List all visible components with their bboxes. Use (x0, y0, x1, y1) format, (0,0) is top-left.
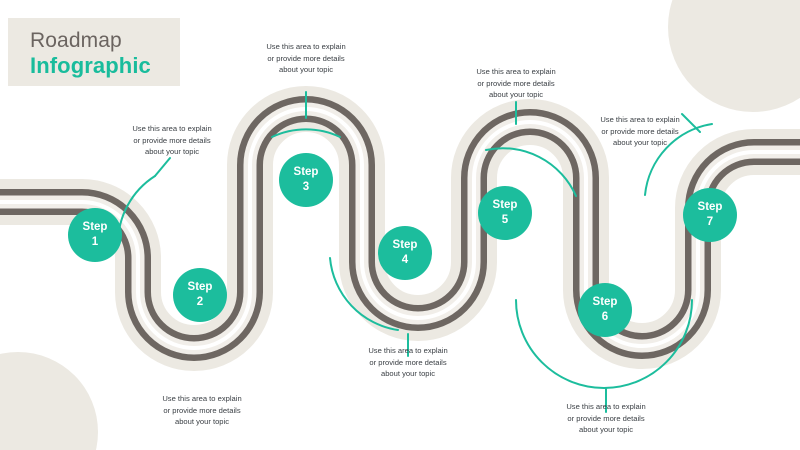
step-marker-6[interactable]: Step 6 (578, 283, 632, 337)
accent-arc-step6 (515, 299, 693, 389)
callout-2-line-1: Use this area to explain (162, 394, 242, 403)
teal-accent-arcs (116, 91, 713, 413)
callout-1-line-1: Use this area to explain (132, 124, 212, 133)
step-label-2: Step (187, 281, 213, 293)
callout-2-line-2: or provide more details (163, 405, 241, 415)
callout-3-line-3: about your topic (278, 65, 334, 74)
page-title-secondary: Infographic (30, 53, 151, 78)
step-number-2: 2 (196, 296, 204, 308)
callout-6-line-2: or provide more details (567, 413, 645, 423)
callout-5-line-3: about your topic (488, 90, 544, 99)
step-number-6: 6 (601, 311, 609, 323)
callout-5-line-2: or provide more details (477, 78, 555, 88)
step-label-3: Step (293, 166, 319, 178)
step-number-3: 3 (302, 181, 310, 193)
callout-5-line-1: Use this area to explain (476, 67, 556, 76)
step-marker-4[interactable]: Step 4 (378, 226, 432, 280)
accent-arc-step7 (644, 123, 713, 196)
step-marker-3[interactable]: Step 3 (279, 153, 333, 207)
connector-stem-step2 (154, 157, 171, 177)
callout-step-2: Use this area to explain or provide more… (127, 393, 277, 428)
step-marker-1[interactable]: Step 1 (68, 208, 122, 262)
callout-3-line-1: Use this area to explain (266, 42, 346, 51)
callout-step-4: Use this area to explain or provide more… (333, 345, 483, 380)
callout-2-line-3: about your topic (174, 417, 230, 426)
callout-4-line-2: or provide more details (369, 357, 447, 367)
callout-7-line-3: about your topic (612, 138, 668, 147)
callout-step-6: Use this area to explain or provide more… (531, 401, 681, 436)
step-marker-5[interactable]: Step 5 (478, 186, 532, 240)
callout-6-line-3: about your topic (578, 425, 634, 434)
step-label-1: Step (82, 221, 108, 233)
step-number-1: 1 (91, 236, 99, 248)
page-title-primary: Roadmap (30, 29, 122, 52)
step-marker-2[interactable]: Step 2 (173, 268, 227, 322)
step-number-4: 4 (401, 254, 409, 266)
accent-arc-step3 (271, 128, 341, 138)
step-number-5: 5 (501, 214, 509, 226)
step-marker-7[interactable]: Step 7 (683, 188, 737, 242)
step-label-6: Step (592, 296, 618, 308)
callout-4-line-3: about your topic (380, 369, 436, 378)
title-block: Roadmap Infographic (8, 18, 180, 86)
step-label-4: Step (392, 239, 418, 251)
callout-7-line-2: or provide more details (601, 126, 679, 136)
step-label-5: Step (492, 199, 518, 211)
callout-1-line-3: about your topic (144, 147, 200, 156)
accent-arc-step4 (329, 257, 399, 331)
callout-6-line-1: Use this area to explain (566, 402, 646, 411)
step-label-7: Step (697, 201, 723, 213)
connector-stem-step7 (681, 113, 701, 133)
callout-7-line-1: Use this area to explain (600, 115, 680, 124)
callout-3-line-2: or provide more details (267, 53, 345, 63)
callout-step-3: Use this area to explain or provide more… (231, 41, 381, 76)
callout-step-1: Use this area to explain or provide more… (97, 123, 247, 158)
callout-step-7: Use this area to explain or provide more… (565, 114, 715, 149)
callout-4-line-1: Use this area to explain (368, 346, 448, 355)
accent-arc-step5 (485, 147, 577, 197)
callout-step-5: Use this area to explain or provide more… (441, 66, 591, 101)
callout-1-line-2: or provide more details (133, 135, 211, 145)
step-number-7: 7 (706, 216, 714, 228)
